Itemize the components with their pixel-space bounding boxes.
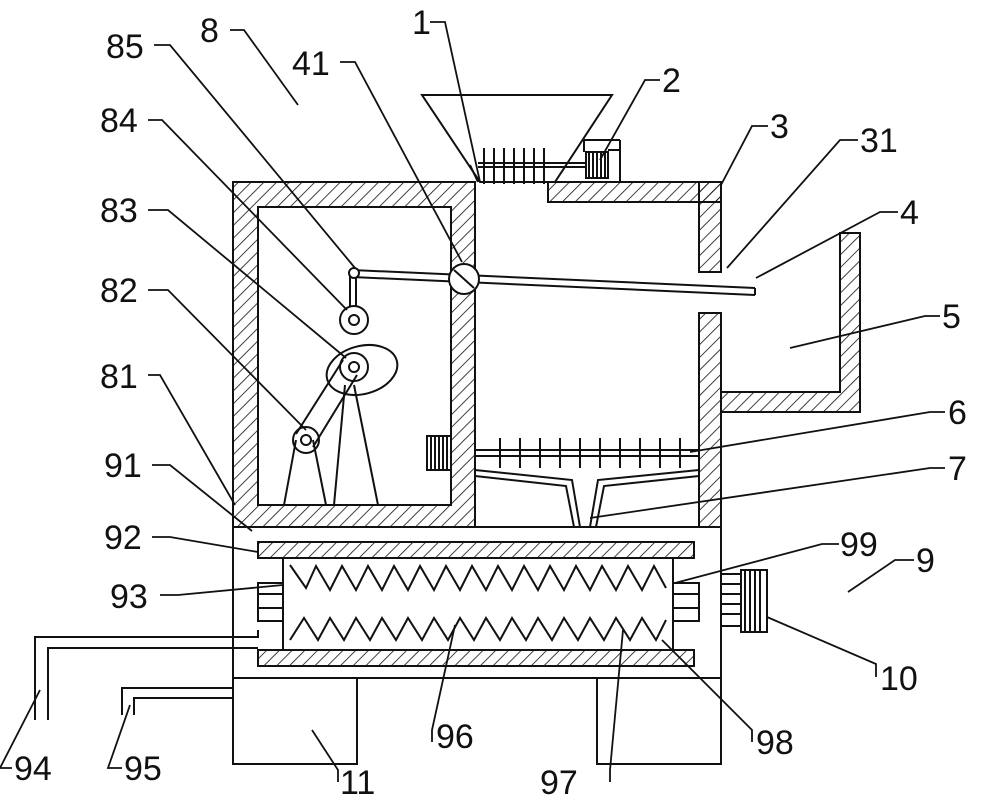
collection-box xyxy=(720,232,861,413)
upper-screw-blade xyxy=(289,563,667,593)
label-92: 92 xyxy=(104,519,142,557)
linkage-mechanism xyxy=(283,305,399,506)
label-11: 11 xyxy=(340,764,375,802)
part-labels: 1 2 3 31 4 41 5 6 7 8 81 82 83 84 85 9 9… xyxy=(14,4,967,802)
outlet-pipe-94-inner xyxy=(47,647,258,720)
lever-arm xyxy=(348,267,756,318)
label-1: 1 xyxy=(412,4,431,42)
label-83: 83 xyxy=(100,192,138,230)
label-85: 85 xyxy=(106,28,144,66)
crusher-side-motor xyxy=(426,435,452,471)
sieve-funnel xyxy=(474,469,700,528)
right-bearing xyxy=(672,582,700,622)
top-motor xyxy=(583,139,621,182)
label-98: 98 xyxy=(756,724,794,762)
label-81: 81 xyxy=(100,358,138,396)
crusher-blade-shaft xyxy=(475,438,699,468)
label-5: 5 xyxy=(942,298,961,336)
leader-lines xyxy=(0,21,945,782)
label-2: 2 xyxy=(662,62,681,100)
lower-screw-blade xyxy=(289,616,667,643)
housing-right-wall-upper xyxy=(698,181,722,273)
label-7: 7 xyxy=(948,450,967,488)
label-82: 82 xyxy=(100,272,138,310)
label-95: 95 xyxy=(124,750,162,788)
label-84: 84 xyxy=(100,102,138,140)
label-97: 97 xyxy=(540,764,578,802)
top-crusher-rotor xyxy=(478,148,586,184)
label-41: 41 xyxy=(292,45,330,83)
housing-top-wall xyxy=(547,181,722,203)
hopper-throat-left xyxy=(469,164,479,183)
label-9: 9 xyxy=(916,542,935,580)
conveyor-bottom-plate xyxy=(257,649,695,667)
label-31: 31 xyxy=(860,122,898,160)
label-96: 96 xyxy=(436,718,474,756)
lever-pivot-mark xyxy=(453,269,475,289)
left-bearing xyxy=(257,582,284,622)
support-leg-left xyxy=(232,677,358,765)
conveyor-top-plate xyxy=(257,541,695,559)
label-4: 4 xyxy=(900,194,919,232)
label-93: 93 xyxy=(110,578,148,616)
feed-hopper xyxy=(420,94,614,183)
support-leg-right xyxy=(596,677,722,765)
label-91: 91 xyxy=(104,447,142,485)
outlet-pipe-94 xyxy=(34,630,259,720)
label-6: 6 xyxy=(948,394,967,432)
label-99: 99 xyxy=(840,526,878,564)
label-10: 10 xyxy=(880,660,918,698)
conveyor-motor xyxy=(720,569,768,633)
label-3: 3 xyxy=(770,108,789,146)
label-94: 94 xyxy=(14,750,52,788)
label-8: 8 xyxy=(200,12,219,50)
